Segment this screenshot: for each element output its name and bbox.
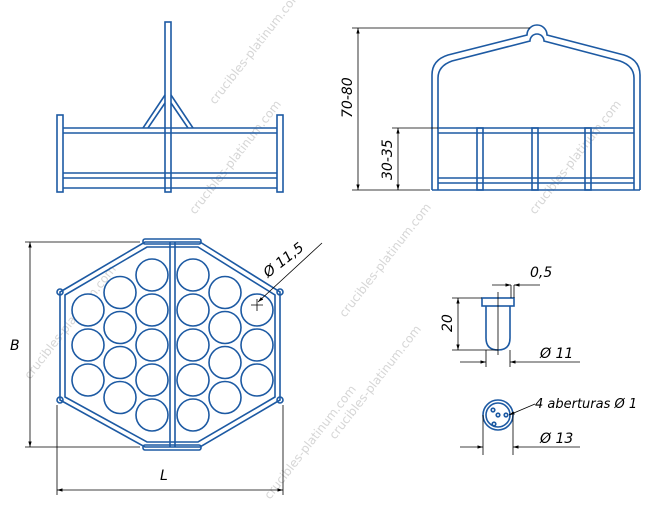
crucible-hole [208, 380, 242, 415]
width-b-label: B [10, 338, 20, 354]
crucible-hole [176, 398, 210, 432]
crucible-hole [208, 275, 242, 310]
crucible-hole [135, 293, 169, 327]
watermark-text: crucibles-platinum.com [206, 0, 304, 107]
dimension-heights: 70-80 30-35 [340, 27, 530, 191]
cup-detail: 20 0,5 Ø 11 [440, 265, 580, 367]
crucible-hole [103, 275, 137, 310]
crucible-hole [240, 363, 274, 397]
watermark-text: crucibles-platinum.com [326, 322, 424, 441]
crucible-hole [135, 363, 169, 397]
crucible-hole [176, 363, 210, 397]
crucible-hole [135, 328, 169, 362]
bottom-detail: 4 aberturas Ø 1 Ø 13 [460, 397, 637, 455]
watermark-text: crucibles-platinum.com [186, 97, 284, 216]
dimension-b-l: B L [10, 241, 284, 495]
watermark-text: crucibles-platinum.com [526, 97, 624, 216]
crucible-hole [176, 328, 210, 362]
crucible-hole [71, 293, 105, 327]
crucible-hole [176, 258, 210, 292]
crucible-hole [240, 328, 274, 362]
hole-diameter-label: Ø 11,5 [260, 240, 307, 282]
side-view-front [56, 21, 284, 193]
watermark-text: crucibles-platinum.com [336, 200, 434, 319]
top-view-rack [56, 238, 284, 451]
length-l-label: L [160, 468, 168, 484]
crucible-hole [208, 310, 242, 345]
crucible-hole [71, 363, 105, 397]
crucible-hole [208, 345, 242, 380]
openings-label: 4 aberturas Ø 1 [535, 397, 637, 412]
wall-label: 0,5 [530, 265, 552, 281]
crucible-hole [103, 380, 137, 415]
watermark-text: crucibles-platinum.com [261, 382, 359, 501]
cup-height-label: 20 [440, 314, 456, 332]
crucible-hole [176, 293, 210, 327]
crucible-hole [103, 310, 137, 345]
bottom-diameter-label: Ø 13 [539, 431, 573, 447]
crucible-hole [135, 258, 169, 292]
height-rail-label: 30-35 [380, 139, 396, 180]
cup-diameter-label: Ø 11 [539, 346, 573, 362]
height-total-label: 70-80 [340, 77, 356, 118]
watermarks: crucibles-platinum.com crucibles-platinu… [21, 0, 624, 502]
crucible-hole [135, 398, 169, 432]
crucible-hole [103, 345, 137, 380]
side-view-lateral [431, 24, 641, 191]
crucible-hole [71, 328, 105, 362]
